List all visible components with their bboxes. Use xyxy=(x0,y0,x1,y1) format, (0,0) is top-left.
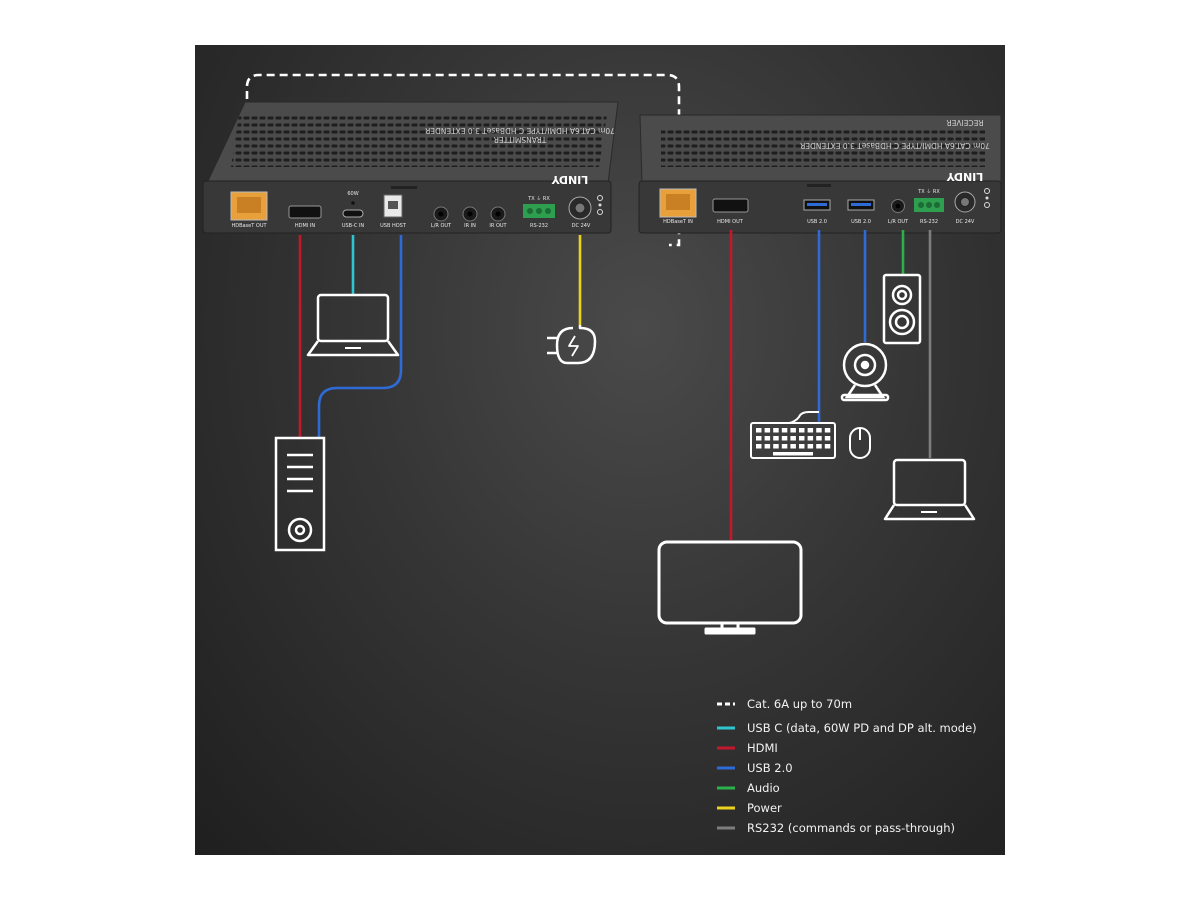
hdmi-out-label: HDMI OUT xyxy=(717,219,744,225)
receiver-unit: 70m CAT.6A HDMI/TYPE C HDBaseT 3.0 EXTEN… xyxy=(638,114,1002,234)
keyboard-key xyxy=(816,436,822,441)
keyboard-icon xyxy=(750,411,836,459)
connection-diagram: 70m CAT.6A HDMI/TYPE C HDBaseT 3.0 EXTEN… xyxy=(195,45,1005,855)
usb-cable-tx xyxy=(317,235,403,437)
rx-rs232-pin-label: TX ⏚ RX xyxy=(917,188,940,195)
hdmi-out-port[interactable] xyxy=(712,198,749,213)
keyboard-key xyxy=(764,444,771,449)
keyboard-key xyxy=(764,428,771,433)
usbc-in-port[interactable] xyxy=(342,209,364,218)
transmitter-title: 70m CAT.6A HDMI/TYPE C HDBaseT 3.0 EXTEN… xyxy=(425,126,615,135)
legend-label-hdmi: HDMI xyxy=(747,741,778,755)
usb-host-label: USB HOST xyxy=(380,223,407,229)
keyboard-key xyxy=(773,428,779,433)
usb-port-2-label: USB 2.0 xyxy=(851,219,871,225)
rs232-pin-label: TX ⏚ RX xyxy=(527,195,550,202)
legend-item: HDMI xyxy=(717,741,778,755)
keyboard-key xyxy=(824,444,831,449)
rx-rs232-label: RS-232 xyxy=(920,219,938,225)
legend-label-cat6a: Cat. 6A up to 70m xyxy=(747,697,852,711)
usb-port-1-label: USB 2.0 xyxy=(807,219,827,225)
keyboard-key xyxy=(790,428,796,433)
usbc-in-label: USB-C IN xyxy=(342,223,365,229)
transmitter-subtitle: TRANSMITTER xyxy=(494,135,548,144)
laptop-icon xyxy=(306,293,400,357)
keyboard-key xyxy=(790,436,796,441)
power-rating-label: 60W xyxy=(347,191,358,197)
legend-item: Cat. 6A up to 70m xyxy=(717,697,852,711)
dc-label: DC 24V xyxy=(572,223,591,229)
keyboard-key xyxy=(807,428,814,433)
rs232-label: RS-232 xyxy=(530,223,548,229)
hdbaset-out-label: HDBaseT OUT xyxy=(231,223,267,229)
speaker-icon xyxy=(882,273,922,345)
diagram-canvas: 70m CAT.6A HDMI/TYPE C HDBaseT 3.0 EXTEN… xyxy=(202,73,1002,835)
keyboard-key xyxy=(773,444,779,449)
keyboard-key xyxy=(799,444,805,449)
desktop-tower-icon xyxy=(274,436,326,552)
hdmi-in-port[interactable] xyxy=(288,205,322,219)
keyboard-key xyxy=(790,444,796,449)
keyboard-key xyxy=(773,436,779,441)
legend-item: Audio xyxy=(717,781,780,795)
receiver-title: 70m CAT.6A HDMI/TYPE C HDBaseT 3.0 EXTEN… xyxy=(800,141,990,150)
legend-label-usb2: USB 2.0 xyxy=(747,761,793,775)
keyboard-key xyxy=(756,444,762,449)
ir-out-label: IR OUT xyxy=(489,223,507,229)
power-plug-icon xyxy=(547,325,597,365)
keyboard-key xyxy=(781,436,788,441)
keyboard-key xyxy=(824,436,831,441)
legend-label-audio: Audio xyxy=(747,781,780,795)
keyboard-key xyxy=(756,436,762,441)
keyboard-key xyxy=(781,444,788,449)
legend-item: USB 2.0 xyxy=(717,761,793,775)
transmitter-brand: LINDY xyxy=(551,173,589,186)
monitor-icon xyxy=(657,540,803,635)
mouse-icon xyxy=(849,427,871,459)
legend-label-power: Power xyxy=(747,801,782,815)
legend-item: Power xyxy=(717,801,782,815)
cat6a-cable xyxy=(245,73,681,247)
legend-label-usbc: USB C (data, 60W PD and DP alt. mode) xyxy=(747,721,977,735)
keyboard-key xyxy=(816,444,822,449)
legend-label-rs232: RS232 (commands or pass-through) xyxy=(747,821,955,835)
legend: Cat. 6A up to 70m USB C (data, 60W PD an… xyxy=(717,697,977,835)
lr-out-label: L/R OUT xyxy=(431,223,452,229)
keyboard-key xyxy=(799,436,805,441)
hdmi-in-label: HDMI IN xyxy=(295,223,315,229)
legend-item: USB C (data, 60W PD and DP alt. mode) xyxy=(717,721,977,735)
receiver-brand: LINDY xyxy=(946,170,984,183)
keyboard-key xyxy=(764,436,771,441)
keyboard-spacebar xyxy=(773,452,813,456)
ir-in-label: IR IN xyxy=(464,223,476,229)
keyboard-key xyxy=(807,436,814,441)
laptop-icon xyxy=(883,458,976,521)
legend-item: RS232 (commands or pass-through) xyxy=(717,821,955,835)
keyboard-key xyxy=(807,444,814,449)
keyboard-key xyxy=(756,428,762,433)
keyboard-key xyxy=(781,428,788,433)
receiver-subtitle: RECEIVER xyxy=(946,118,983,127)
hdbaset-in-label: HDBaseT IN xyxy=(663,219,693,225)
webcam-icon xyxy=(840,342,890,402)
transmitter-unit: 70m CAT.6A HDMI/TYPE C HDBaseT 3.0 EXTEN… xyxy=(202,101,619,234)
keyboard-key xyxy=(799,428,805,433)
keyboard-key xyxy=(824,428,831,433)
keyboard-key xyxy=(816,428,822,433)
rx-lr-out-label: L/R OUT xyxy=(888,219,909,225)
rx-dc-label: DC 24V xyxy=(956,219,975,225)
